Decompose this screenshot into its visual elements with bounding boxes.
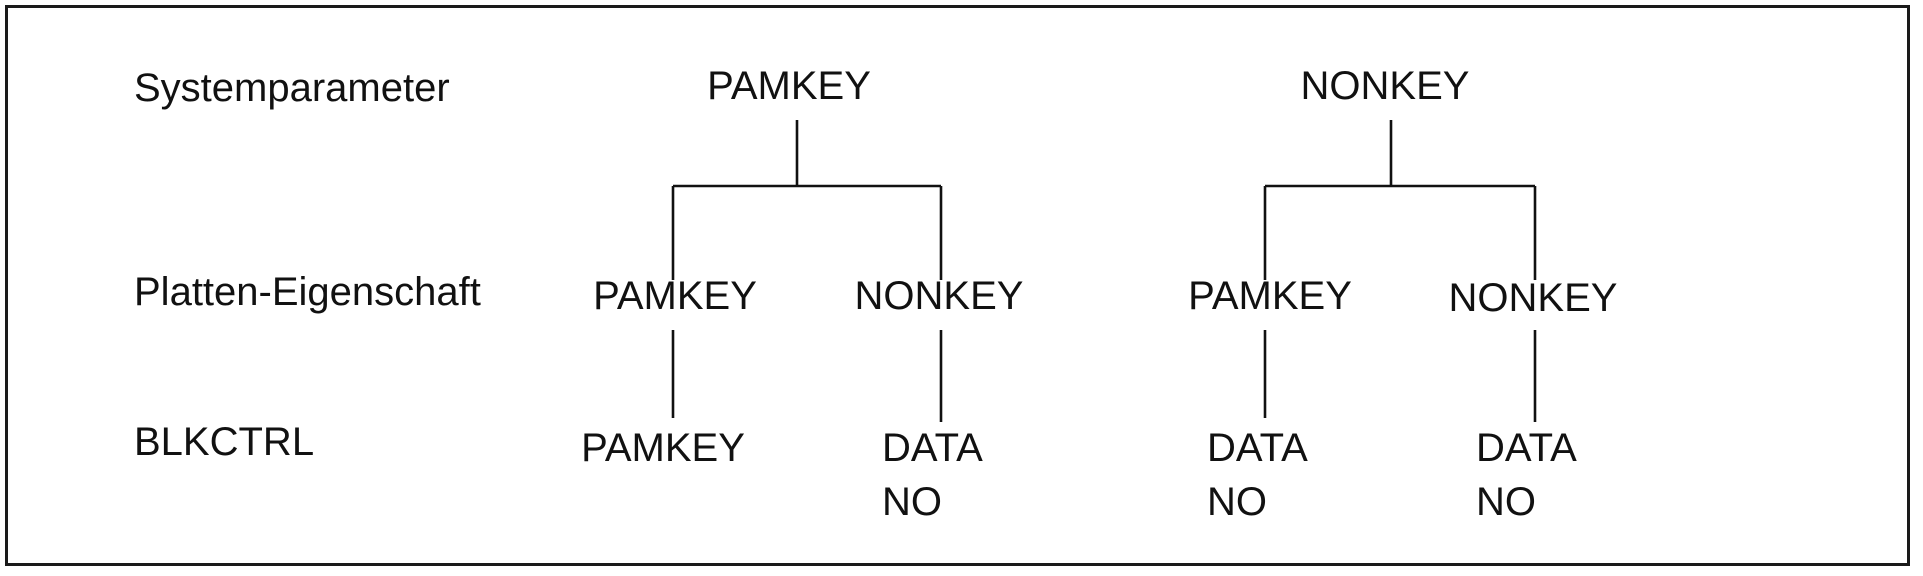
tree2-left-blkctrl-value-1: DATA: [1207, 426, 1308, 470]
row-label-blkctrl: BLKCTRL: [134, 420, 315, 464]
tree2-root-node: NONKEY: [1300, 64, 1470, 108]
tree1-right-disk-node: NONKEY: [854, 274, 1024, 318]
tree1-left-blkctrl-value: PAMKEY: [581, 426, 745, 470]
tree2-left-blkctrl-value-2: NO: [1207, 480, 1267, 524]
tree1-right-blkctrl-value-2: NO: [882, 480, 942, 524]
tree1-root-node: PAMKEY: [707, 64, 871, 108]
tree2-right-blkctrl-value-1: DATA: [1476, 426, 1577, 470]
tree2-right-blkctrl-value-2: NO: [1476, 480, 1536, 524]
diagram-frame: [5, 5, 1910, 566]
row-label-platten-eigenschaft: Platten-Eigenschaft: [134, 270, 481, 314]
row-label-systemparameter: Systemparameter: [134, 66, 450, 110]
tree2-right-disk-node: NONKEY: [1448, 276, 1618, 320]
tree1-left-disk-node: PAMKEY: [593, 274, 757, 318]
tree2-left-disk-node: PAMKEY: [1188, 274, 1352, 318]
tree1-right-blkctrl-value-1: DATA: [882, 426, 983, 470]
